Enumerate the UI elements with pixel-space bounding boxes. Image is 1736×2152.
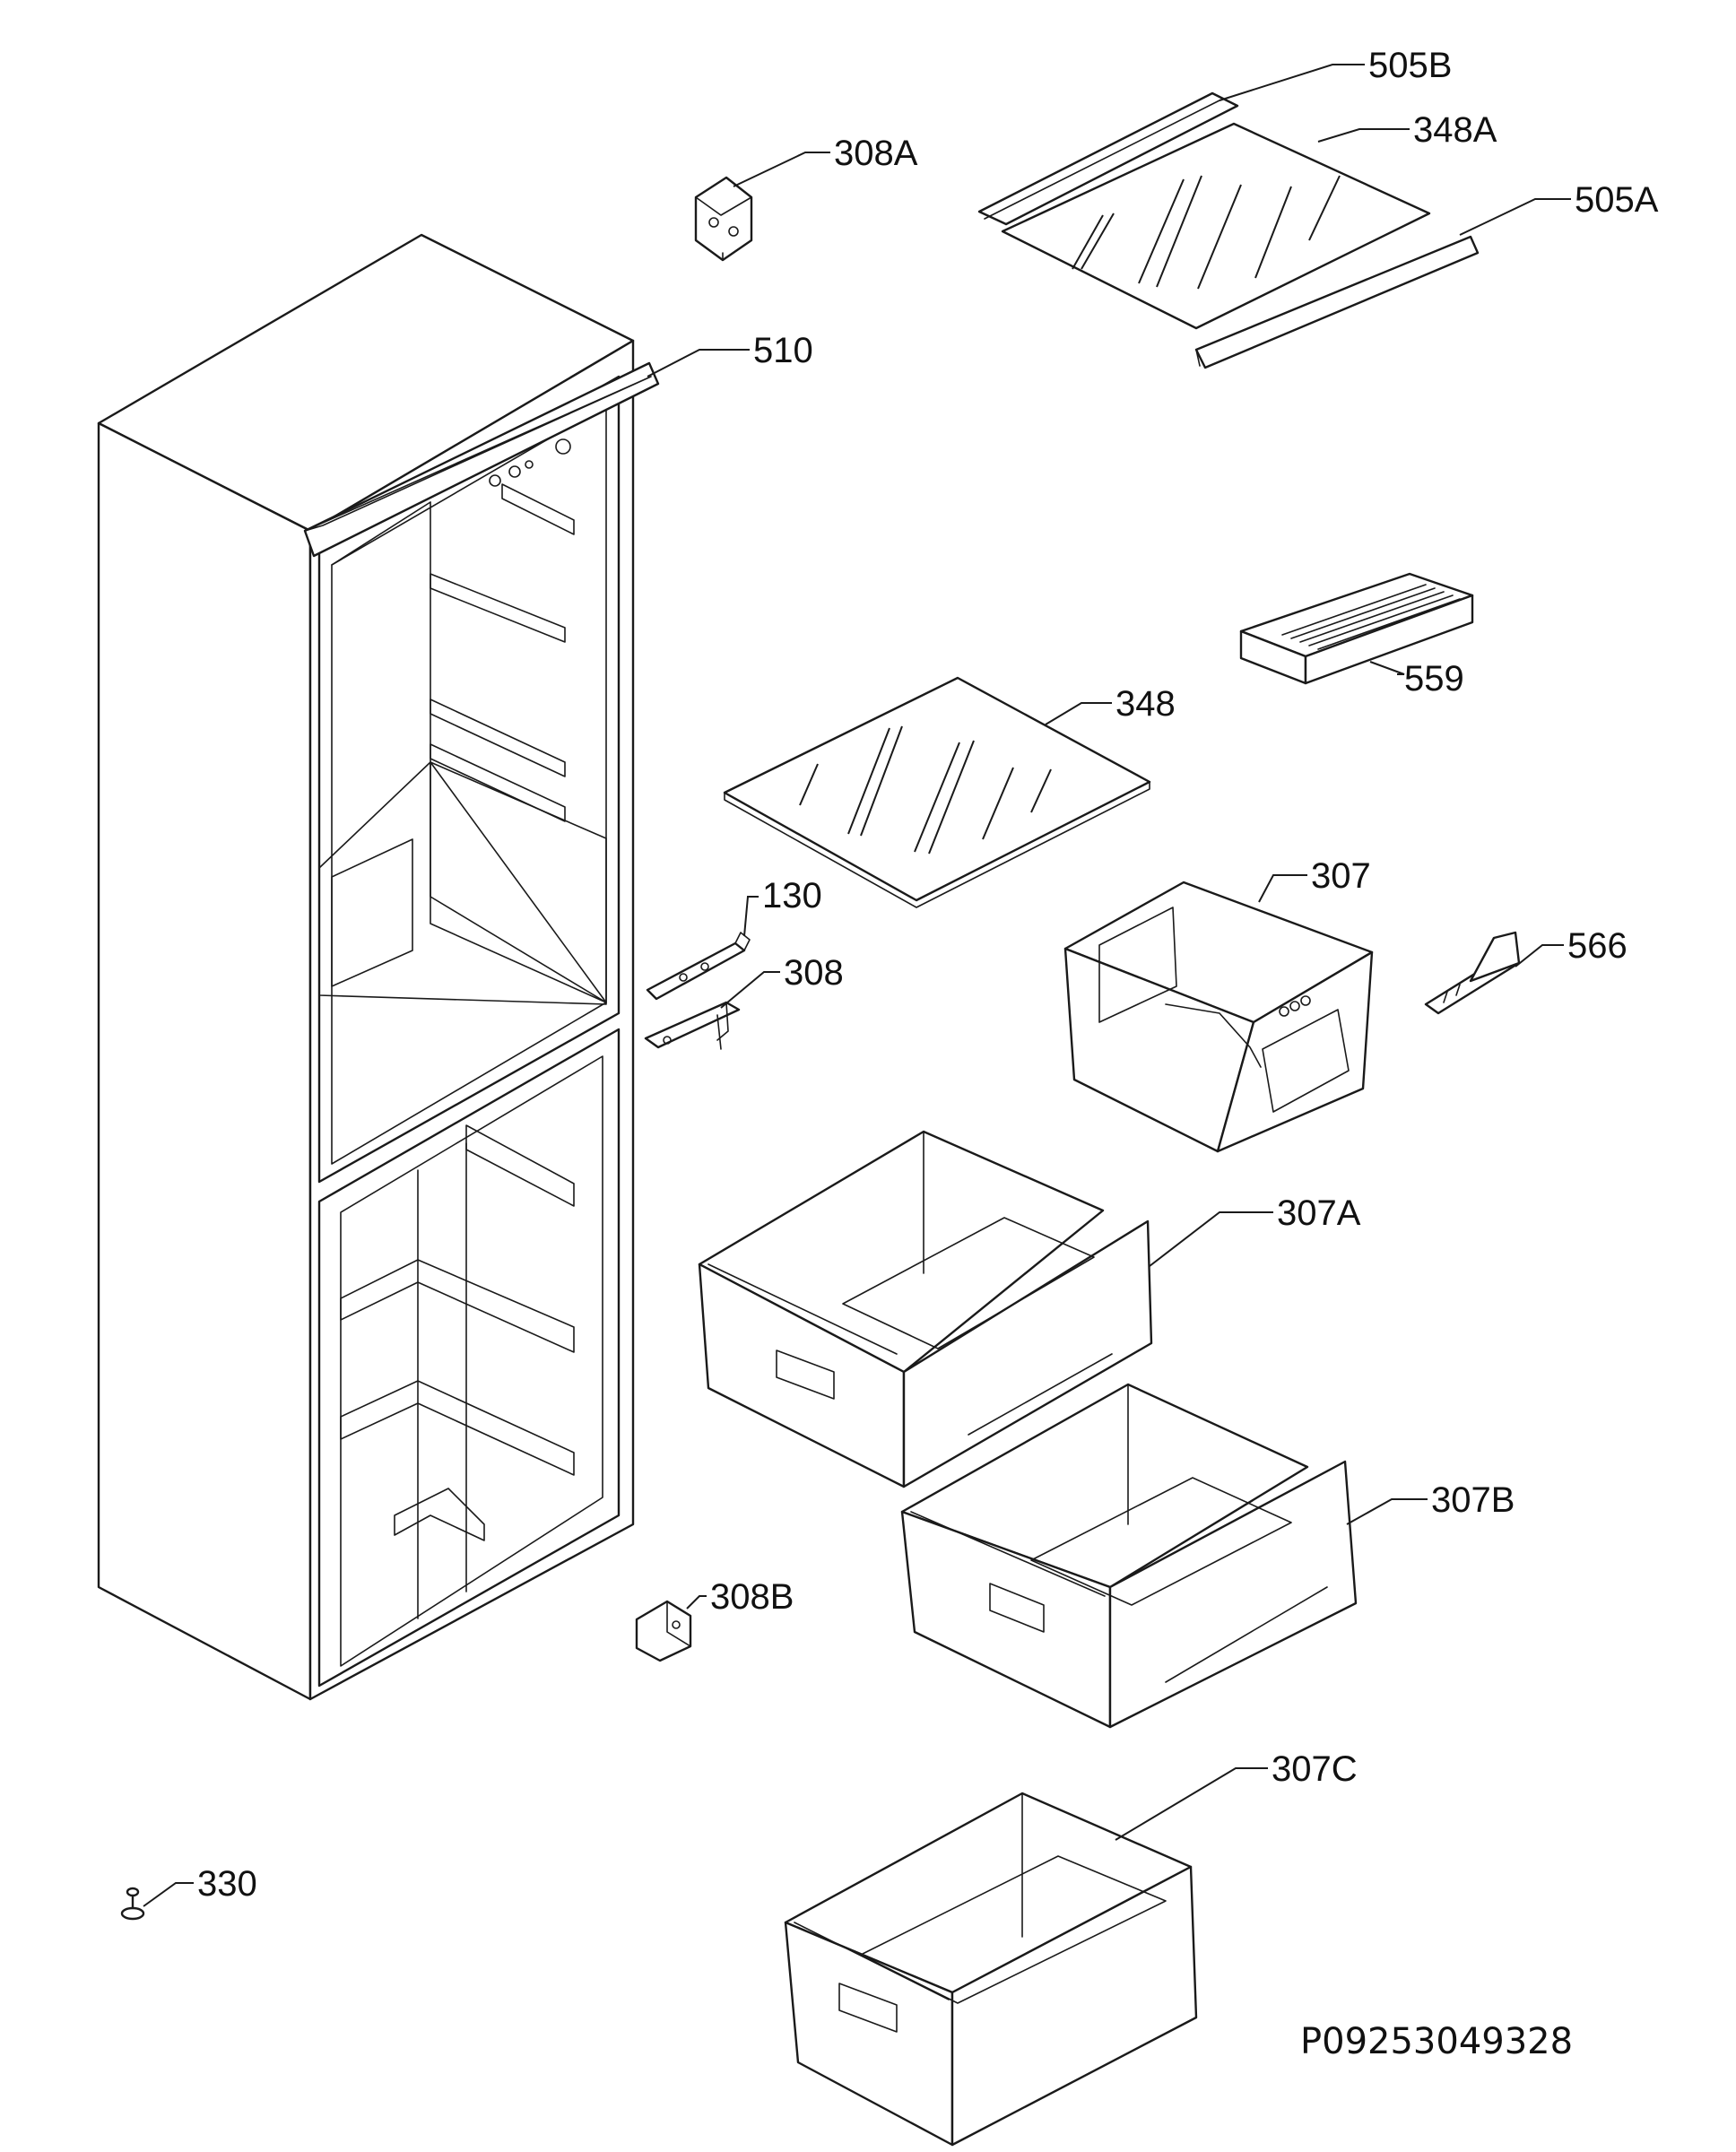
- label-348a: 348A: [1413, 110, 1497, 150]
- hinge-bracket-308b: [635, 1600, 692, 1662]
- label-308a: 308A: [834, 134, 918, 173]
- drawer-307a: [698, 1130, 1153, 1488]
- hinge-bracket-308: [644, 1001, 741, 1050]
- bracket-130: [646, 932, 751, 1001]
- drawing-code: P09253049328: [1300, 2021, 1573, 2062]
- glass-shelf-348: [723, 676, 1151, 908]
- label-566: 566: [1567, 926, 1628, 966]
- label-510: 510: [753, 331, 813, 370]
- label-307b: 307B: [1431, 1480, 1515, 1520]
- label-130: 130: [762, 876, 822, 915]
- glass-shelf-348a: [977, 91, 1480, 369]
- label-505b: 505B: [1368, 46, 1452, 85]
- fridge-cabinet: [97, 233, 660, 1701]
- drawer-307c: [784, 1792, 1198, 2147]
- door-box-307: [1063, 881, 1374, 1153]
- label-307c: 307C: [1272, 1749, 1358, 1789]
- label-308b: 308B: [710, 1577, 794, 1617]
- ice-tray-559: [1239, 572, 1474, 685]
- label-307: 307: [1311, 856, 1371, 896]
- label-559: 559: [1404, 659, 1464, 699]
- label-307a: 307A: [1277, 1193, 1361, 1233]
- label-348: 348: [1115, 684, 1176, 724]
- hinge-bracket-308a: [694, 176, 753, 262]
- drawer-307b: [900, 1383, 1358, 1729]
- part-labels: 505B 348A 505A 308A 510 559 348 130 308 …: [197, 46, 1659, 1904]
- label-308: 308: [784, 953, 844, 993]
- handle-566: [1424, 931, 1521, 1015]
- label-505a: 505A: [1575, 180, 1659, 220]
- label-330: 330: [197, 1864, 257, 1904]
- leader-lines: [143, 64, 1571, 1907]
- screw-foot-330: [120, 1887, 145, 1921]
